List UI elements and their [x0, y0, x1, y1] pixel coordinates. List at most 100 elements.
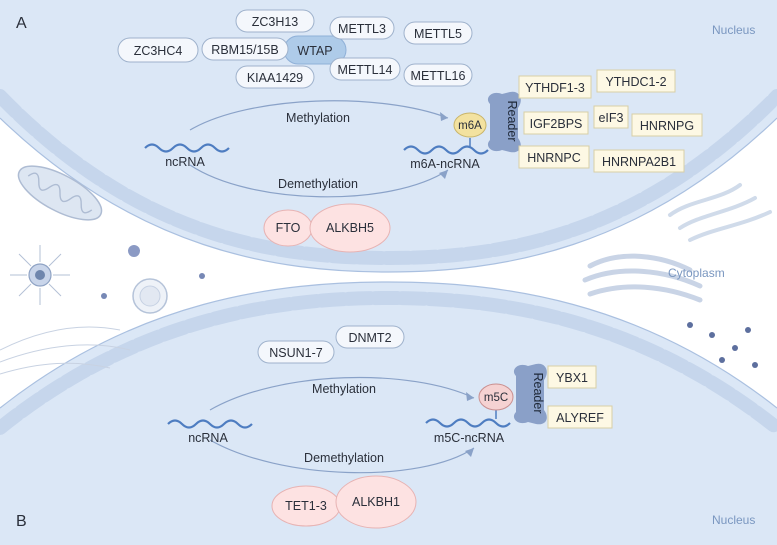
- writer-pill: [235, 65, 315, 89]
- eraser-shape: [335, 475, 417, 529]
- writer-label: METTL5: [414, 27, 462, 41]
- cytoskeleton-icon: [0, 326, 131, 375]
- nucleus-top-outline: [0, 117, 777, 273]
- writer-label: METTL3: [338, 22, 386, 36]
- writer-pill: [403, 21, 473, 45]
- arrow-head-icon: [466, 392, 474, 401]
- lysosome-icon: [132, 278, 168, 314]
- ncrna-wave-icon: [167, 419, 253, 429]
- panel-label-a: A: [16, 15, 27, 32]
- ncrna-wave-icon: [144, 143, 230, 153]
- demethylation-arrow: [189, 164, 449, 198]
- reader-pill: [631, 113, 703, 137]
- reader-protein-label: YTHDF1-3: [525, 81, 585, 95]
- demethylation-label: Demethylation: [304, 451, 384, 465]
- eraser-label: ALKBH5: [326, 221, 374, 235]
- methylation-label: Methylation: [312, 382, 376, 396]
- dot-icon: [101, 293, 107, 299]
- writer-label: KIAA1429: [247, 71, 303, 85]
- centrosome-icon: [10, 245, 70, 305]
- product-rna-label: m6A-ncRNA: [410, 157, 480, 171]
- writer-pill: [329, 57, 401, 81]
- region-label-nucleus-bottom: Nucleus: [712, 513, 755, 527]
- writer-label: METTL16: [411, 69, 466, 83]
- m6a-ncrna-wave-icon: [403, 145, 489, 155]
- region-label-nucleus-top: Nucleus: [712, 23, 755, 37]
- reader-hand-icon: [487, 91, 521, 153]
- m5c-readers: YBX1 ALYREF: [547, 365, 613, 429]
- writer-pill: [335, 325, 405, 349]
- reader-pill: [518, 75, 592, 99]
- source-rna-label: ncRNA: [165, 155, 205, 169]
- eraser-label: ALKBH1: [352, 495, 400, 509]
- methylation-arrow: [189, 100, 449, 131]
- eraser-label: TET1-3: [285, 499, 327, 513]
- reader-label: Reader: [531, 373, 545, 414]
- methylation-arrow: [209, 376, 475, 411]
- nucleus-top-membrane: [0, 89, 777, 266]
- reader-hand-icon: [513, 363, 547, 425]
- writer-pill: [201, 37, 289, 61]
- reader-protein-label: YBX1: [556, 371, 588, 385]
- source-rna-label: ncRNA: [188, 431, 228, 445]
- reader-pill: [547, 405, 613, 429]
- dot-icon: [199, 273, 205, 279]
- reader-pill: [596, 69, 676, 93]
- m5c-mark-label: m5C: [484, 392, 508, 404]
- writer-label: NSUN1-7: [269, 346, 323, 360]
- nucleus-top: [0, 0, 777, 273]
- eraser-shape: [309, 203, 391, 253]
- demethylation-label: Demethylation: [278, 177, 358, 191]
- nucleus-bottom: [0, 281, 777, 545]
- writer-label: DNMT2: [348, 331, 391, 345]
- m5c-erasers: TET1-3 ALKBH1: [271, 475, 417, 529]
- ribosome-dots-icon: [687, 322, 758, 368]
- region-label-cytoplasm: Cytoplasm: [668, 266, 725, 280]
- reader-protein-label: HNRNPG: [640, 119, 694, 133]
- vesicle-small-icon: [128, 245, 140, 257]
- reader-pill: [593, 149, 685, 173]
- nucleus-bottom-membrane: [0, 290, 777, 435]
- reader-protein-label: HNRNPA2B1: [602, 155, 676, 169]
- nucleus-bottom-outline: [0, 281, 777, 409]
- arrow-head-icon: [439, 170, 448, 179]
- mitochondrion-icon: [17, 165, 103, 221]
- writer-pill: [257, 340, 335, 364]
- writer-label: METTL14: [338, 63, 393, 77]
- writer-pill: [117, 37, 199, 63]
- reader-label: Reader: [505, 101, 519, 142]
- m6a-reaction: Methylation Demethylation ncRNA m6A-ncRN…: [144, 91, 521, 198]
- writer-label: ZC3HC4: [134, 44, 183, 58]
- m5c-mark-badge: [478, 383, 514, 411]
- m6a-mark-badge: [453, 112, 487, 138]
- writer-label: WTAP: [297, 44, 332, 58]
- writer-label: ZC3H13: [252, 15, 299, 29]
- arrow-head-icon: [440, 112, 448, 121]
- reader-pill: [593, 105, 629, 129]
- reader-protein-label: ALYREF: [556, 411, 604, 425]
- methylation-label: Methylation: [286, 111, 350, 125]
- reader-pill: [523, 111, 589, 135]
- reader-protein-label: IGF2BPS: [530, 117, 583, 131]
- m5c-ncrna-wave-icon: [425, 418, 511, 428]
- cytoplasm-organelles: [0, 165, 772, 375]
- eraser-label: FTO: [276, 221, 301, 235]
- golgi-icon: [582, 253, 703, 303]
- m5c-writer-complex: NSUN1-7 DNMT2: [257, 325, 405, 364]
- demethylation-arrow: [209, 439, 475, 474]
- m5c-reaction: Methylation Demethylation ncRNA m5C-ncRN…: [167, 363, 547, 474]
- writer-label: RBM15/15B: [211, 43, 278, 57]
- er-icon: [668, 183, 772, 242]
- reader-protein-label: HNRNPC: [527, 151, 580, 165]
- reader-protein-label: eIF3: [598, 111, 623, 125]
- nucleus-top-body: [0, 0, 777, 272]
- writer-pill: [235, 9, 315, 33]
- reader-protein-label: YTHDC1-2: [605, 75, 666, 89]
- writer-pill: [329, 16, 395, 40]
- writer-pill: [403, 63, 473, 87]
- m6a-readers: YTHDF1-3 YTHDC1-2 IGF2BPS eIF3 HNRNPG HN…: [518, 69, 703, 173]
- product-rna-label: m5C-ncRNA: [434, 431, 505, 445]
- nucleus-bottom-body: [0, 282, 777, 545]
